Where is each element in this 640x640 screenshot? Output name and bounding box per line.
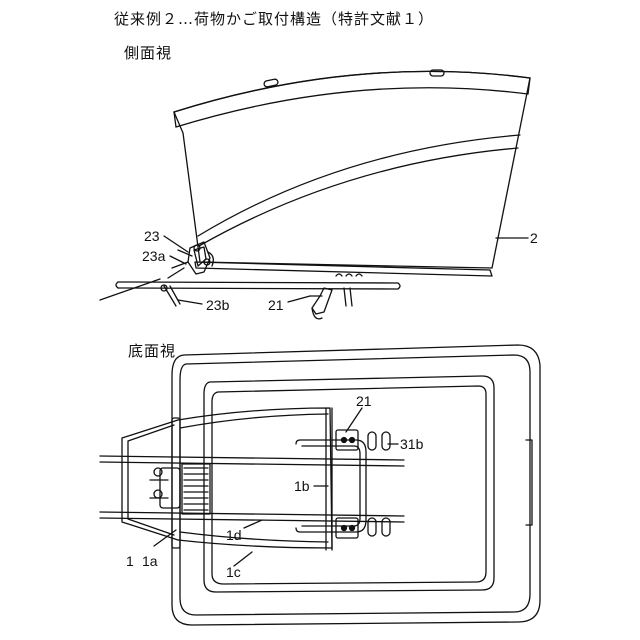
ref-1c: 1c (226, 564, 241, 580)
basket-bottom-tray (195, 262, 492, 276)
bottom-view-drawing (100, 345, 540, 625)
fitting-21 (310, 288, 352, 319)
ref-1a: 1a (142, 553, 158, 569)
seat-rail-upper (100, 456, 404, 466)
leader-21 (288, 296, 310, 302)
carrier-rail (118, 282, 398, 289)
ref-31b: 31b (400, 436, 424, 452)
basket-floor (204, 376, 494, 592)
ref-21-bottom: 21 (356, 393, 372, 409)
ref-1: 1 (126, 553, 134, 569)
basket-top-rim (174, 71, 530, 127)
ref-23b: 23b (206, 297, 230, 313)
leader-23 (164, 236, 188, 252)
leader-23a (170, 256, 186, 264)
ref-23: 23 (144, 228, 160, 244)
basket-body (174, 71, 530, 268)
basket-middle-band (198, 135, 520, 246)
clamp-block-1a (150, 418, 210, 548)
ref-21-side: 21 (268, 297, 284, 313)
bracket-23 (168, 242, 213, 278)
side-view-drawing (100, 70, 530, 319)
leader-21-bottom (346, 408, 362, 432)
ref-2: 2 (530, 230, 538, 246)
ref-1b: 1b (294, 478, 310, 494)
leader-23b (178, 300, 202, 304)
ref-1d: 1d (226, 527, 242, 543)
leader-1d (244, 520, 262, 528)
slots-31b (368, 432, 390, 536)
ref-23a: 23a (142, 248, 166, 264)
